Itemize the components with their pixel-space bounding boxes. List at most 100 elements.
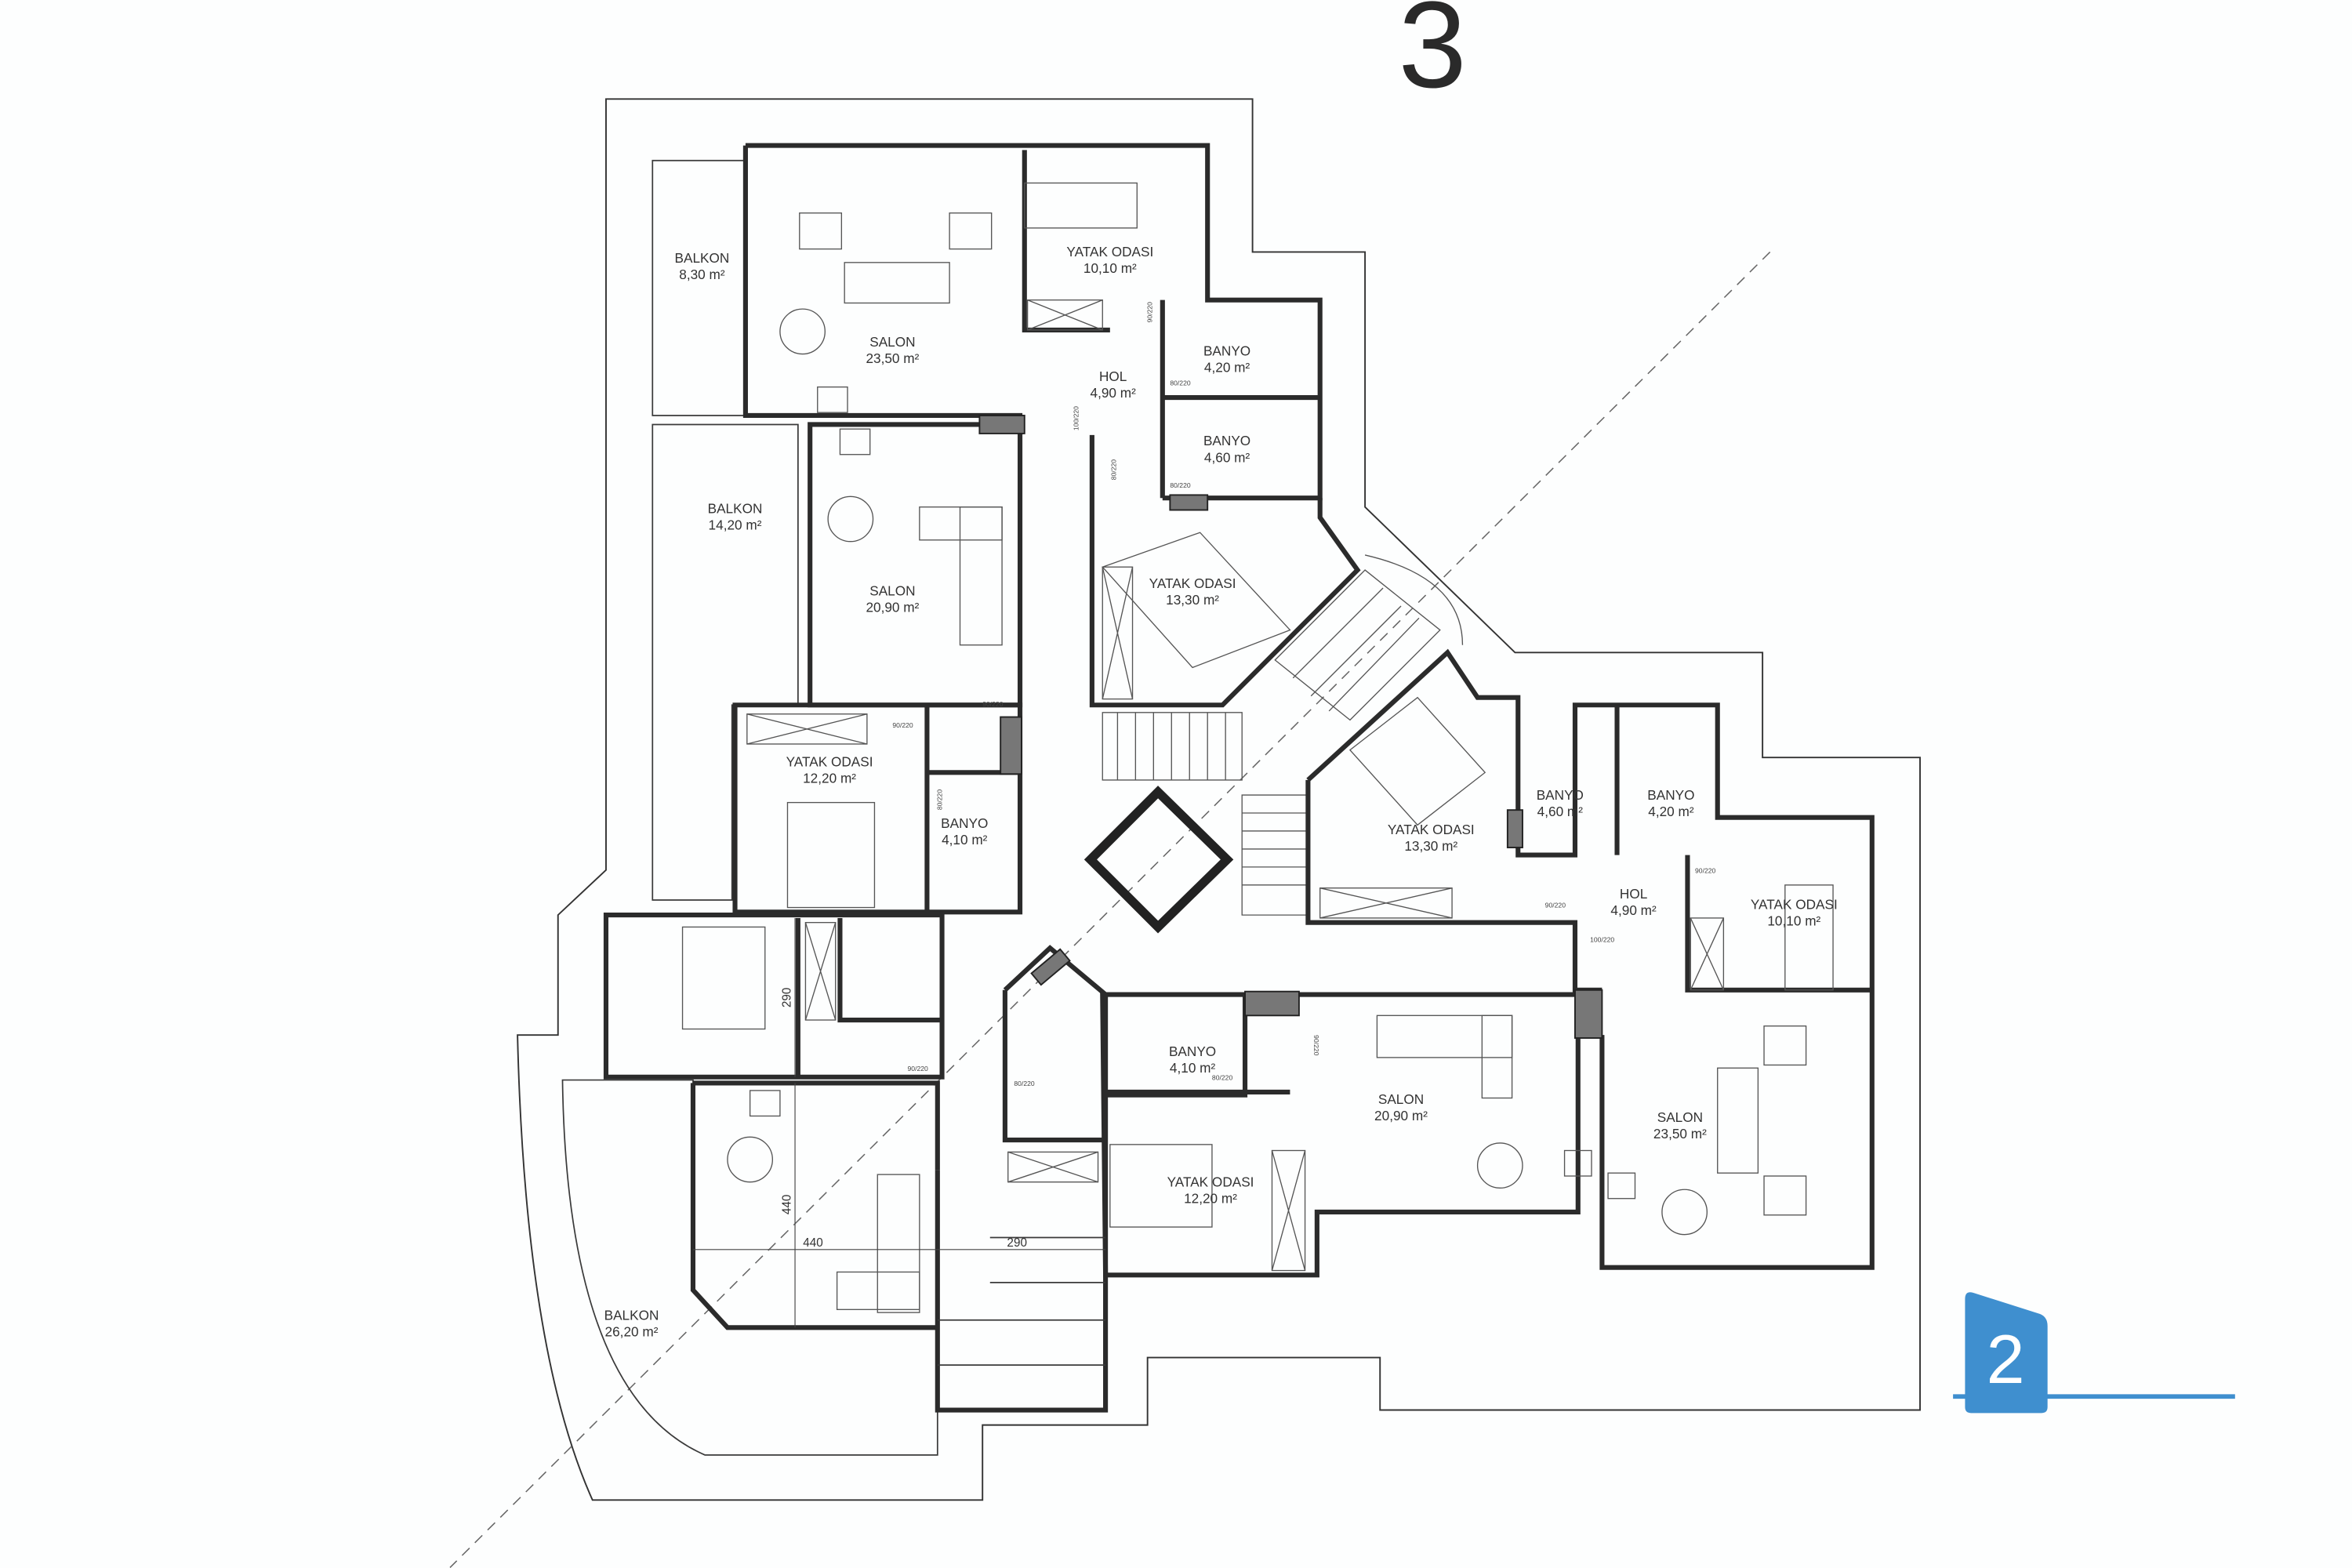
wall	[935, 945, 1109, 1413]
svg-text:20,90 m²: 20,90 m²	[1374, 1108, 1428, 1123]
svg-text:YATAK ODASI: YATAK ODASI	[786, 754, 873, 770]
svg-text:HOL: HOL	[1099, 368, 1127, 384]
shaft	[1000, 716, 1022, 775]
wall	[808, 422, 1023, 708]
svg-text:BALKON: BALKON	[604, 1308, 659, 1323]
wall	[1305, 705, 1872, 993]
svg-text:SALON: SALON	[1657, 1109, 1703, 1125]
svg-text:13,30 m²: 13,30 m²	[1404, 838, 1457, 854]
svg-text:80/220: 80/220	[1170, 379, 1191, 387]
svg-text:BANYO: BANYO	[1647, 787, 1694, 803]
svg-text:20,90 m²: 20,90 m²	[866, 600, 919, 615]
svg-text:BANYO: BANYO	[1203, 433, 1250, 448]
shaft	[978, 415, 1025, 434]
wall	[937, 1236, 1106, 1366]
svg-text:80/220: 80/220	[1212, 1074, 1233, 1082]
shaft	[1030, 948, 1071, 986]
wall	[690, 1080, 940, 1330]
svg-text:80/220: 80/220	[936, 789, 944, 811]
symmetry-axis	[449, 251, 1771, 1568]
svg-text:SALON: SALON	[1378, 1091, 1424, 1107]
floor-number: 3	[1399, 0, 1467, 114]
svg-text:4,10 m²: 4,10 m²	[942, 832, 988, 848]
dimension-440-vertical: 440	[780, 1195, 793, 1215]
balcony-top	[652, 159, 746, 416]
svg-text:YATAK ODASI: YATAK ODASI	[1149, 575, 1236, 591]
svg-text:90/220: 90/220	[982, 700, 1004, 708]
svg-text:4,10 m²: 4,10 m²	[1170, 1060, 1216, 1076]
dimension-lines: 290 440 440 290	[692, 917, 1106, 1328]
svg-text:YATAK ODASI: YATAK ODASI	[1066, 244, 1153, 260]
wall	[1100, 992, 1581, 1278]
shaft	[1506, 809, 1523, 848]
svg-text:4,90 m²: 4,90 m²	[1091, 385, 1137, 401]
svg-text:90/220: 90/220	[892, 721, 913, 729]
svg-text:4,60 m²: 4,60 m²	[1537, 804, 1584, 819]
balcony-bottom	[561, 1079, 938, 1456]
svg-text:26,20 m²: 26,20 m²	[605, 1324, 659, 1340]
svg-text:90/220: 90/220	[1312, 1035, 1320, 1056]
svg-text:100/220: 100/220	[1073, 406, 1080, 430]
svg-text:BALKON: BALKON	[675, 250, 730, 266]
svg-text:90/220: 90/220	[1545, 902, 1566, 909]
wall	[742, 145, 1023, 435]
wall	[1306, 648, 1875, 1270]
wall	[745, 143, 1323, 501]
building-badge: 2	[1953, 1292, 2235, 1414]
svg-text:4,20 m²: 4,20 m²	[1204, 359, 1250, 375]
svg-text:HOL: HOL	[1620, 886, 1647, 902]
svg-text:12,20 m²: 12,20 m²	[803, 771, 856, 786]
svg-text:90/220: 90/220	[1695, 867, 1716, 875]
shaft	[1574, 989, 1603, 1039]
svg-text:BANYO: BANYO	[1537, 787, 1584, 803]
dimension-290-vertical: 290	[780, 988, 793, 1008]
svg-text:23,50 m²: 23,50 m²	[866, 350, 919, 366]
svg-text:YATAK ODASI: YATAK ODASI	[1388, 822, 1475, 837]
svg-text:BANYO: BANYO	[1203, 343, 1250, 358]
balcony-left	[652, 423, 799, 901]
svg-text:BALKON: BALKON	[708, 500, 763, 516]
badge-number: 2	[1987, 1320, 2025, 1398]
svg-text:4,20 m²: 4,20 m²	[1648, 804, 1694, 819]
svg-text:10,10 m²: 10,10 m²	[1083, 260, 1137, 276]
svg-text:SALON: SALON	[869, 334, 915, 350]
dimension-440-horizontal: 440	[803, 1236, 823, 1250]
wall	[603, 913, 945, 1080]
furniture	[681, 182, 1834, 1313]
svg-text:8,30 m²: 8,30 m²	[679, 267, 725, 282]
svg-text:14,20 m²: 14,20 m²	[709, 517, 762, 532]
svg-text:80/220: 80/220	[1170, 481, 1191, 489]
svg-text:BANYO: BANYO	[941, 815, 988, 831]
site-boundary	[517, 98, 1921, 1501]
wall	[1022, 150, 1320, 499]
shaft	[1244, 990, 1300, 1017]
svg-text:100/220: 100/220	[1590, 936, 1614, 944]
svg-text:10,10 m²: 10,10 m²	[1767, 913, 1820, 929]
elevator-shaft	[1083, 786, 1234, 934]
dimension-290-horizontal: 290	[1007, 1236, 1027, 1250]
svg-text:SALON: SALON	[869, 583, 915, 599]
svg-text:YATAK ODASI: YATAK ODASI	[1751, 896, 1838, 912]
wall	[1089, 434, 1361, 708]
svg-text:YATAK ODASI: YATAK ODASI	[1167, 1174, 1254, 1189]
shaft	[1169, 494, 1209, 511]
stairs	[1102, 554, 1464, 916]
svg-text:12,20 m²: 12,20 m²	[1184, 1190, 1237, 1206]
